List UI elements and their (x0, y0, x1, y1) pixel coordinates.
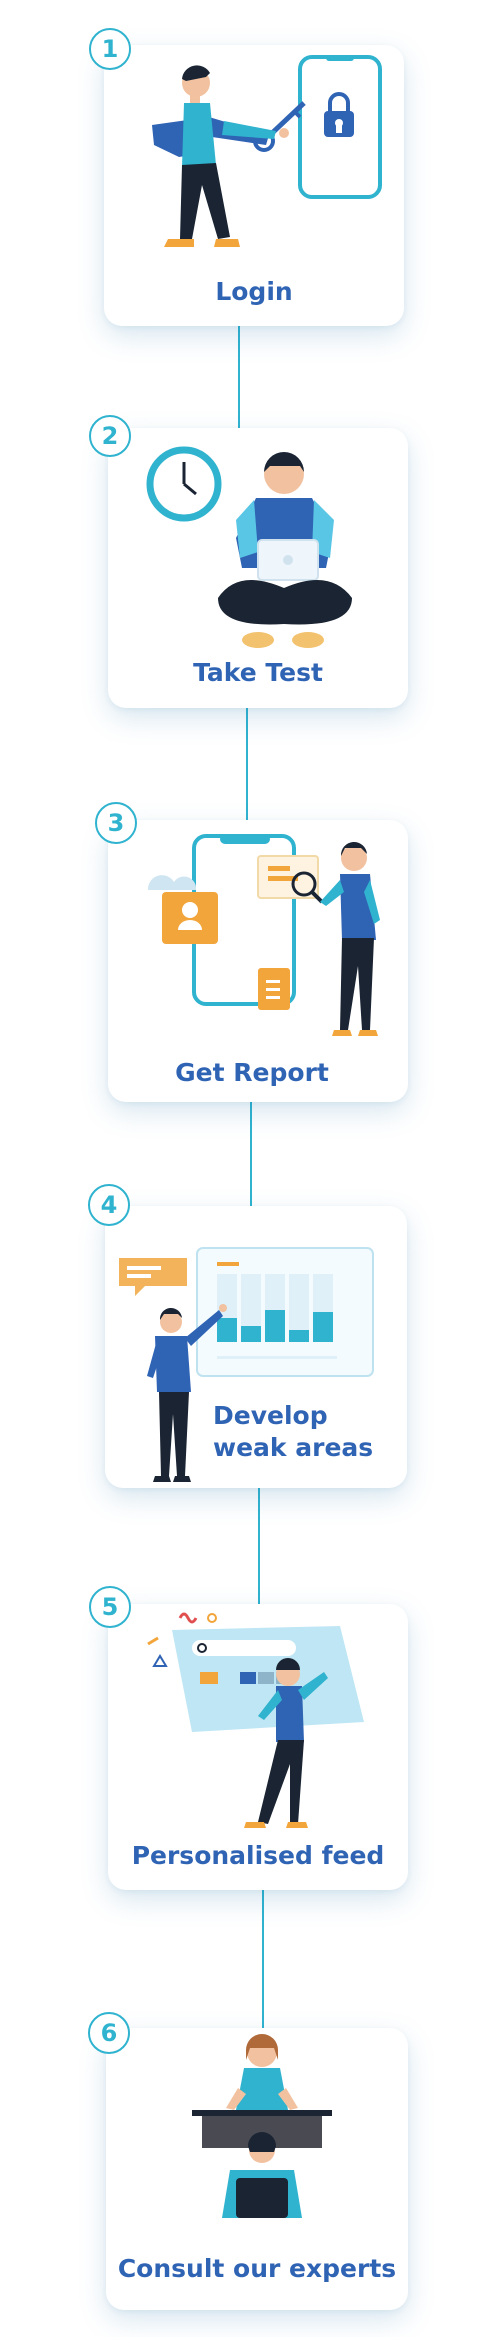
step-card-get-report[interactable]: Get Report (108, 820, 408, 1102)
take-test-illustration (146, 446, 352, 648)
step-number-badge: 5 (89, 1586, 131, 1628)
step-label: Get Report (175, 1058, 329, 1087)
login-illustration (152, 55, 382, 247)
step-label: Personalised feed (131, 1841, 385, 1870)
connector-2-3 (246, 708, 248, 820)
get-report-illustration (147, 834, 380, 1036)
step-label: Consult our experts (117, 2254, 397, 2283)
connector-5-6 (262, 1890, 264, 2028)
step-card-develop-weak-areas[interactable]: Develop weak areas (105, 1206, 407, 1488)
step-number-badge: 1 (89, 28, 131, 70)
step-card-take-test[interactable]: Take Test (108, 428, 408, 708)
step-card-login[interactable]: Login (104, 45, 404, 326)
connector-4-5 (258, 1488, 260, 1604)
step-number-badge: 4 (88, 1184, 130, 1226)
consult-our-experts-illustration (192, 2034, 332, 2218)
connector-1-2 (238, 326, 240, 428)
connector-3-4 (250, 1102, 252, 1206)
step-number-badge: 3 (95, 802, 137, 844)
step-label: Login (215, 277, 293, 306)
personalised-feed-illustration (147, 1612, 364, 1828)
step-number-badge: 6 (88, 2012, 130, 2054)
step-label: Take Test (193, 658, 323, 687)
step-number-badge: 2 (89, 415, 131, 457)
step-label: Develop weak areas (213, 1401, 374, 1462)
step-card-consult-our-experts[interactable]: Consult our experts (106, 2028, 408, 2310)
develop-weak-areas-illustration (119, 1247, 374, 1482)
step-card-personalised-feed[interactable]: Personalised feed (108, 1604, 408, 1890)
